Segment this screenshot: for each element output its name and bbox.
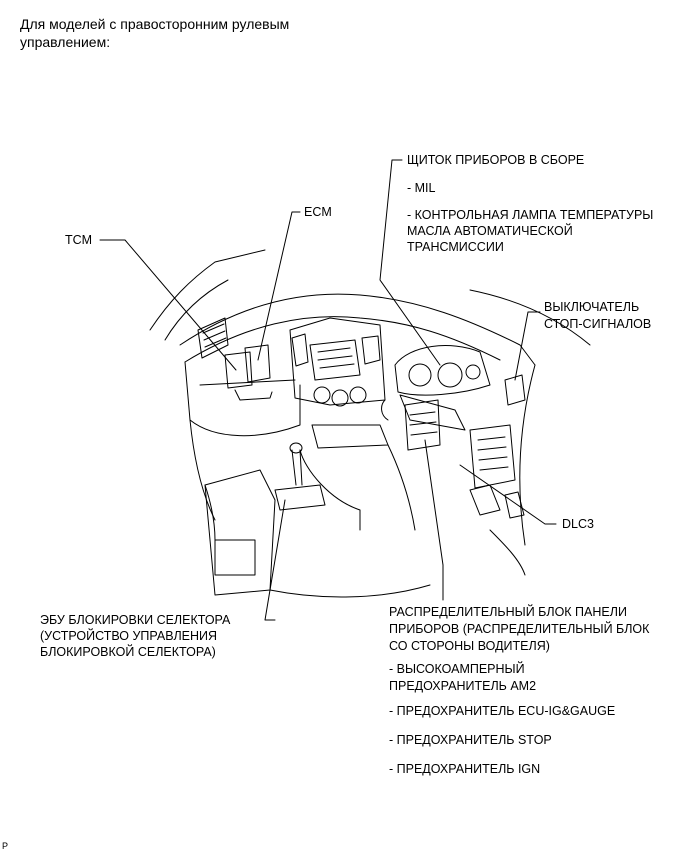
page-header: Для моделей с правосторонним рулевым упр… bbox=[20, 15, 289, 51]
cluster-leader bbox=[379, 159, 441, 366]
label-fuse-ecu-ig-gauge: - ПРЕДОХРАНИТЕЛЬ ECU-IG&GAUGE bbox=[389, 704, 616, 718]
label-ecm: ECM bbox=[304, 205, 332, 219]
dlc3-leader bbox=[459, 464, 557, 525]
radio-unit bbox=[309, 339, 361, 381]
steering-column bbox=[399, 394, 466, 431]
cluster-gauge-left bbox=[408, 363, 432, 387]
windshield-left-inner bbox=[164, 279, 229, 341]
tcm-leader bbox=[99, 239, 237, 371]
label-cluster-item-1: - MIL bbox=[407, 181, 436, 195]
header-line-1: Для моделей с правосторонним рулевым bbox=[20, 16, 290, 32]
lower-console bbox=[311, 424, 389, 449]
label-cluster-item-2-line-2: МАСЛА АВТОМАТИЧЕСКОЙ bbox=[407, 224, 573, 238]
label-shift-lock-line-1: ЭБУ БЛОКИРОВКИ СЕЛЕКТОРА bbox=[40, 613, 231, 627]
right-body-edge bbox=[519, 364, 536, 546]
label-junction-block-line-3: СО СТОРОНЫ ВОДИТЕЛЯ) bbox=[389, 639, 550, 653]
lower-left-panel bbox=[189, 419, 216, 521]
header-line-2: управлением: bbox=[20, 34, 111, 50]
label-fuse-ign: - ПРЕДОХРАНИТЕЛЬ IGN bbox=[389, 762, 541, 776]
label-shift-lock-line-3: БЛОКИРОВКОЙ СЕЛЕКТОРА) bbox=[40, 645, 216, 659]
pedal-2 bbox=[504, 491, 525, 519]
instrument-cluster bbox=[394, 345, 491, 396]
center-stack bbox=[289, 317, 386, 406]
dashboard-top-outline bbox=[179, 293, 536, 366]
tcm-unit bbox=[224, 351, 253, 389]
hvac-knob-right bbox=[349, 386, 367, 404]
left-dash-face bbox=[184, 361, 301, 437]
center-vent-left bbox=[291, 333, 309, 367]
label-cluster-item-2-line-3: ТРАНСМИССИИ bbox=[407, 240, 504, 254]
right-lower-panel bbox=[469, 424, 516, 489]
label-cluster-item-2-line-1: - КОНТРОЛЬНАЯ ЛАМПА ТЕМПЕРАТУРЫ bbox=[407, 208, 654, 222]
shift-gate bbox=[274, 484, 326, 511]
windshield-left-line bbox=[149, 249, 266, 331]
label-junction-block-line-2: ПРИБОРОВ (РАСПРЕДЕЛИТЕЛЬНЫЙ БЛОК bbox=[389, 622, 650, 636]
cluster-gauge-right bbox=[437, 362, 463, 388]
label-dlc3: DLC3 bbox=[562, 517, 594, 531]
label-junction-block-line-1: РАСПРЕДЕЛИТЕЛЬНЫЙ БЛОК ПАНЕЛИ bbox=[389, 605, 627, 619]
junction-block bbox=[404, 399, 441, 451]
label-tcm: TCM bbox=[65, 233, 93, 247]
left-vent bbox=[197, 317, 229, 359]
shift-lever bbox=[291, 449, 303, 486]
stop-switch bbox=[504, 374, 526, 406]
stop-leader bbox=[514, 311, 541, 381]
pedal-1 bbox=[469, 484, 501, 516]
ecm-leader bbox=[257, 211, 301, 361]
center-vent-right bbox=[361, 335, 381, 365]
corner-code: P bbox=[2, 841, 9, 851]
floor-line bbox=[269, 584, 431, 598]
label-stop-switch-line-2: СТОП-СИГНАЛОВ bbox=[544, 317, 652, 331]
dashboard-top-edge bbox=[184, 316, 501, 363]
console-box bbox=[204, 469, 276, 596]
label-fuse-am2-line-2: ПРЕДОХРАНИТЕЛЬ AM2 bbox=[389, 679, 537, 693]
label-shift-lock-line-2: (УСТРОЙСТВО УПРАВЛЕНИЯ bbox=[40, 629, 218, 643]
ecm-unit bbox=[244, 344, 271, 383]
hvac-knob-left bbox=[313, 386, 331, 404]
jb-leader bbox=[424, 439, 444, 601]
label-cluster-title: ЩИТОК ПРИБОРОВ В СБОРЕ bbox=[407, 153, 585, 167]
label-stop-switch-line-1: ВЫКЛЮЧАТЕЛЬ bbox=[544, 300, 640, 314]
shift-leader bbox=[264, 499, 286, 621]
label-fuse-am2-line-1: - ВЫСОКОАМПЕРНЫЙ bbox=[389, 662, 525, 676]
hvac-knob-center bbox=[331, 389, 349, 407]
label-fuse-stop: - ПРЕДОХРАНИТЕЛЬ STOP bbox=[389, 733, 552, 747]
